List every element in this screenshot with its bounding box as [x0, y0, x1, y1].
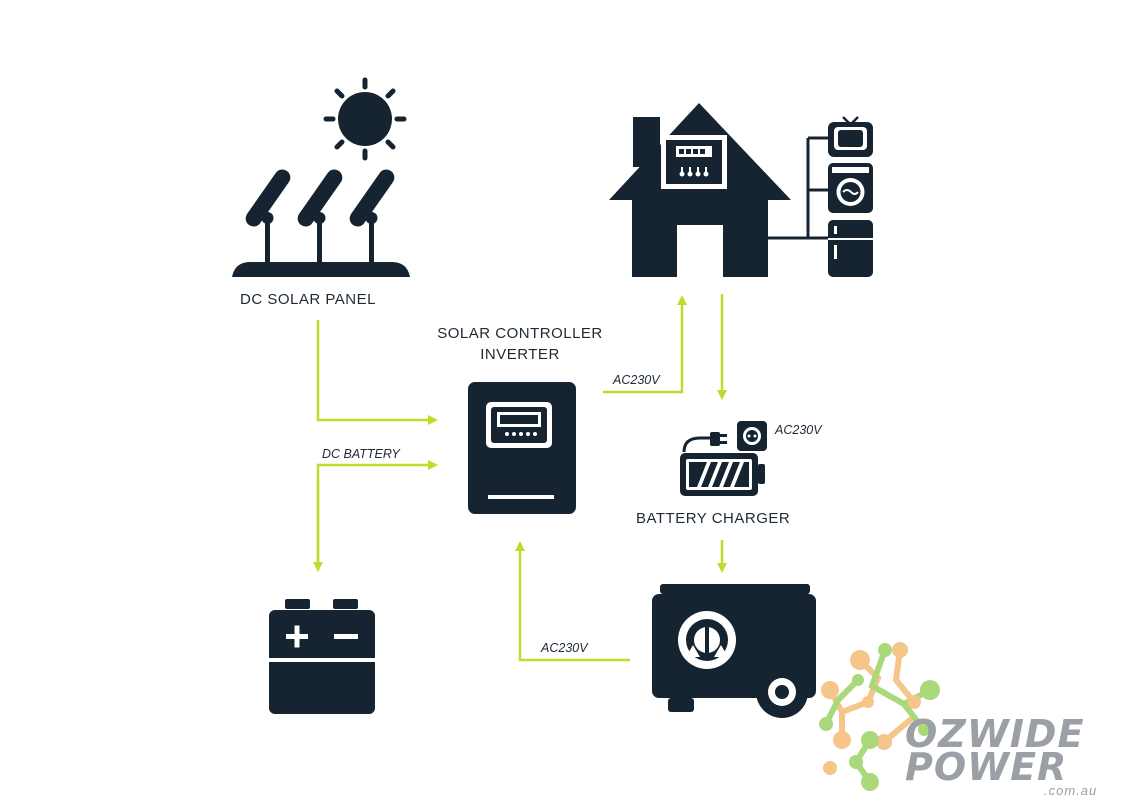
- arrow-generator-to-inverter: [515, 541, 630, 662]
- label-dc-battery: DC BATTERY: [322, 447, 400, 461]
- logo-text-domain: .com.au: [1044, 783, 1098, 798]
- solar-panel-1: [245, 169, 291, 265]
- logo-text-power: POWER: [905, 745, 1068, 789]
- house-icon: [609, 103, 828, 277]
- label-dc-solar-panel: DC SOLAR PANEL: [240, 291, 376, 308]
- flow-arrows: [313, 294, 727, 662]
- plug-icon: [682, 432, 727, 453]
- logo-text-ozwide: OZWIDE: [905, 712, 1085, 756]
- battery-icon: [269, 599, 375, 714]
- solar-panel-2: [297, 169, 343, 265]
- label-inverter: INVERTER: [480, 346, 560, 363]
- label-ac-from-generator: AC230V: [541, 641, 588, 655]
- arrow-panel-to-inverter: [316, 320, 438, 425]
- label-battery-charger: BATTERY CHARGER: [636, 510, 791, 527]
- label-ac-to-house: AC230V: [613, 373, 660, 387]
- washing-machine-icon: [828, 163, 873, 213]
- inverter-icon: [468, 382, 576, 514]
- label-solar-controller: SOLAR CONTROLLER: [437, 325, 603, 342]
- arrow-battery-link: [316, 460, 438, 568]
- label-ac-to-charger: AC230V: [775, 423, 822, 437]
- charging-battery-icon: [680, 453, 765, 496]
- generator-icon: [652, 584, 816, 718]
- solar-panel-3: [349, 169, 395, 265]
- socket-icon: [737, 421, 767, 451]
- fridge-icon: [828, 220, 873, 277]
- sun-icon: [323, 77, 407, 161]
- ozwide-logo-mark: [819, 642, 940, 791]
- tv-icon: [828, 116, 873, 157]
- solar-panels-icon: [232, 169, 410, 277]
- arrow-inverter-to-house: [603, 295, 687, 394]
